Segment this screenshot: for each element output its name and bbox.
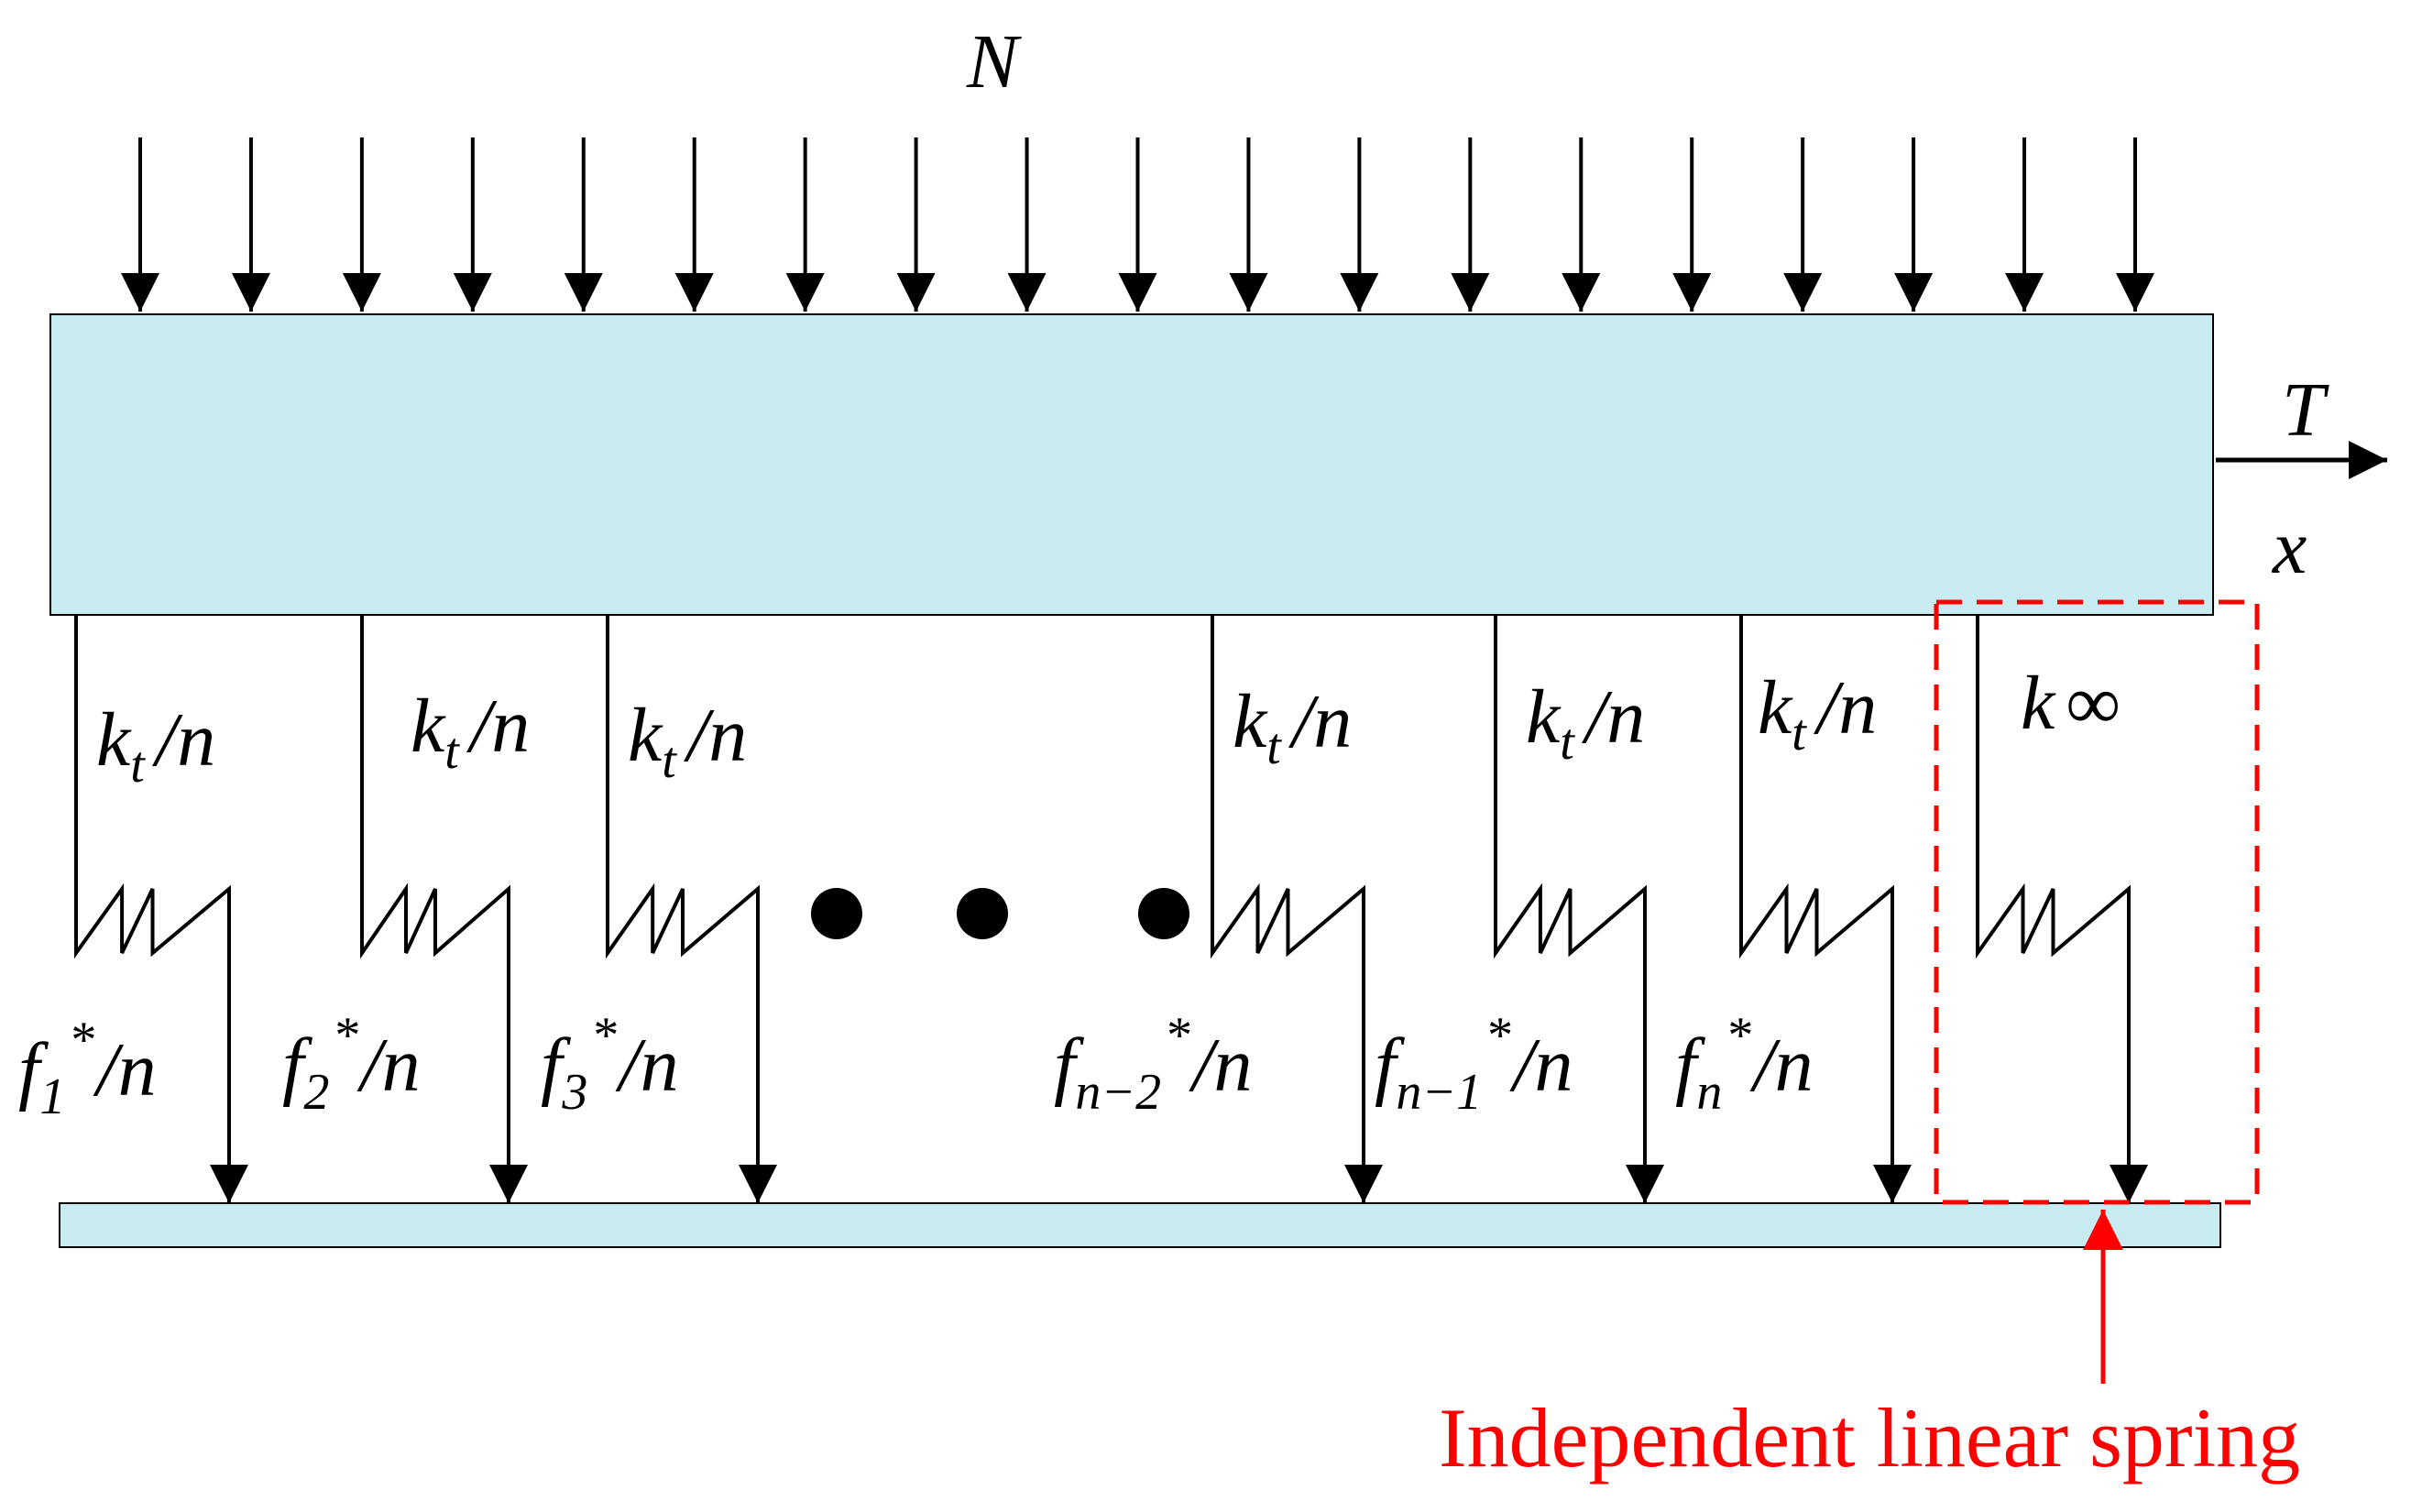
friction-force-label: fn−2*/n [1054,1007,1252,1121]
stiffness-label: kt/n [1233,679,1352,775]
spring-element [1494,616,1664,1203]
spring-zigzag [1211,616,1365,1200]
independent-spring [1976,616,2148,1203]
tangential-force-label: T [2282,367,2329,453]
friction-force-label: fn−1*/n [1375,1007,1573,1121]
stiffness-label: kt/n [96,697,215,794]
stiffness-label: kt/n [1758,665,1877,761]
spring-zigzag [360,616,510,1200]
x-axis-label: x [2271,505,2307,590]
friction-force-label: f1*/n [18,1012,157,1125]
k-infinity-label: k∞ [2021,661,2121,746]
stiffness-label: kt/n [411,684,530,780]
ellipsis-dot [957,888,1008,939]
spring-zigzag [606,616,760,1200]
spring-element [1211,616,1383,1203]
top-block [49,313,2214,616]
normal-load-arrows [121,137,2154,312]
spring-zigzag [1494,616,1647,1200]
spring-element [360,616,528,1203]
friction-force-label: f2*/n [282,1007,421,1121]
ground-block [59,1202,2221,1248]
spring-zigzag [1976,616,2131,1200]
stiffness-label: kt/n [628,693,747,789]
spring-zigzag [74,616,231,1200]
friction-force-label: fn*/n [1675,1007,1814,1121]
stiffness-labels: kt/n kt/n kt/n kt/n kt/n kt/n [96,665,1877,794]
spring-zigzag [1739,616,1894,1200]
stiffness-label: kt/n [1526,674,1645,771]
independent-spring-label: Independent linear spring [1439,1391,2300,1485]
ellipsis-dot [1138,888,1189,939]
spring-element [606,616,777,1203]
spring-element [74,616,248,1203]
independent-spring-highlight [1934,599,2260,1205]
force-labels: f1*/n f2*/n f3*/n fn−2*/n fn−1*/n fn*/n [18,1007,1814,1125]
ellipsis-dot [811,888,862,939]
spring-elements [74,616,2148,1203]
spring-element [1739,616,1912,1203]
friction-force-label: f3*/n [541,1007,679,1121]
normal-force-label: N [966,19,1022,104]
